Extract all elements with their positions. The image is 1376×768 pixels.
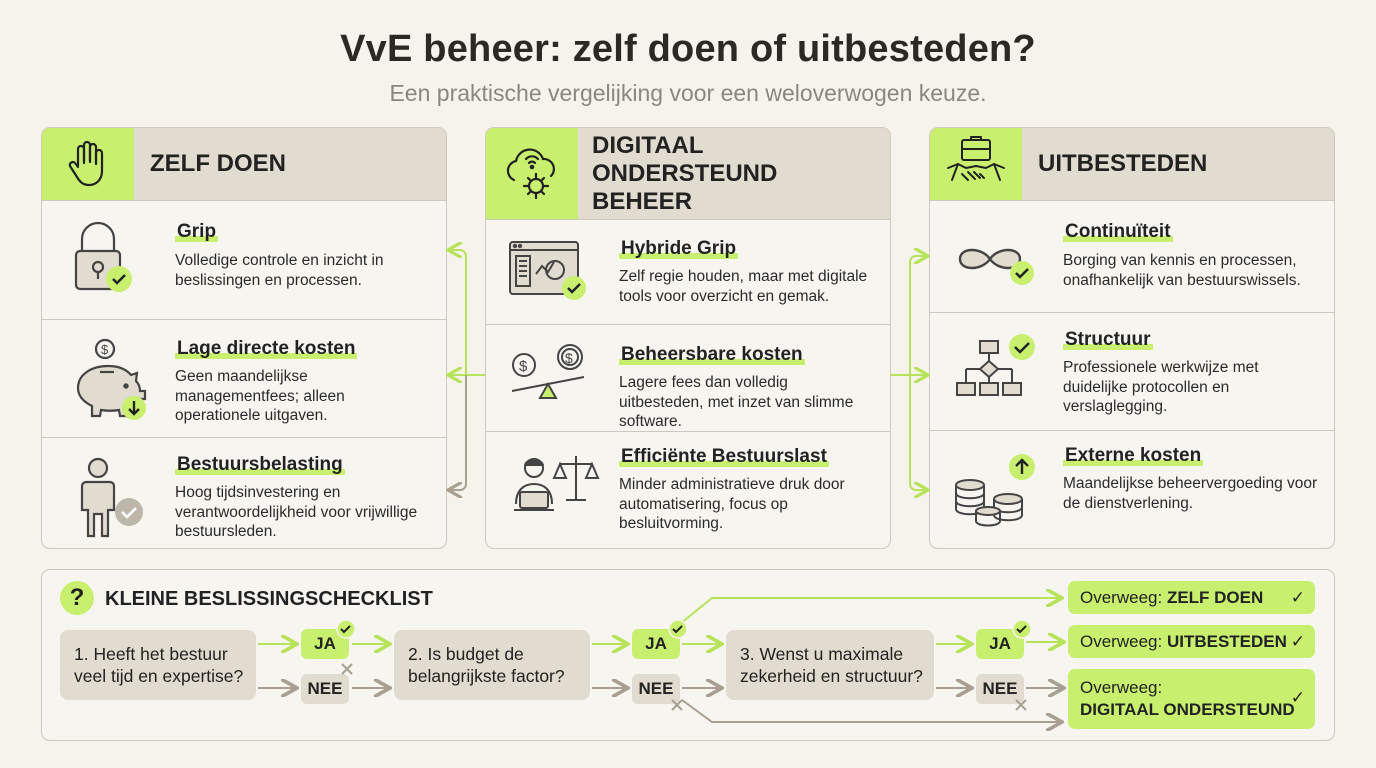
column-title: ZELF DOEN — [150, 150, 286, 177]
no-badge-3: NEE — [976, 674, 1024, 704]
item-text: Maandelijkse beheervergoeding voor de di… — [1063, 475, 1318, 512]
piggy-bank-icon: $ — [64, 336, 164, 426]
result-label: ZELF DOEN — [1166, 588, 1264, 607]
checklist-title: KLEINE BESLISSINGSCHECKLIST — [105, 588, 433, 610]
column-header: DIGITAAL ONDERSTEUND BEHEER — [486, 128, 890, 220]
item-text: Geen maandelijkse managementfees; alleen… — [175, 368, 345, 424]
item-title: Continuïteit — [1063, 221, 1173, 242]
coins-balance-icon: $ $ — [508, 343, 608, 433]
column-header: ZELF DOEN — [42, 128, 446, 201]
result-uitbesteden: Overweeg: UITBESTEDEN ✓ — [1068, 625, 1315, 658]
svg-text:$: $ — [519, 358, 528, 375]
item-title: Externe kosten — [1063, 445, 1204, 466]
result-label: UITBESTEDEN — [1166, 632, 1287, 651]
list-item: $ $ Beheersbare kosten Lagere fees dan v… — [486, 325, 890, 432]
handshake-briefcase-icon — [930, 128, 1022, 200]
column-uitbesteden: UITBESTEDEN Continuïteit Borging van ken… — [929, 127, 1335, 549]
list-item: $ Lage directe kosten Geen maandelijkse … — [42, 320, 446, 438]
list-item: Externe kosten Maandelijkse beheervergoe… — [930, 431, 1334, 548]
question-box-2: 2. Is budget de belangrijkste factor? — [394, 630, 590, 700]
svg-text:$: $ — [565, 350, 573, 366]
item-text: Zelf regie houden, maar met digitale too… — [619, 268, 868, 305]
page-subtitle: Een praktische vergelijking voor een wel… — [389, 80, 987, 106]
item-text: Hoog tijdsinvestering en verantwoordelij… — [175, 484, 418, 540]
padlock-check-icon — [64, 219, 164, 309]
result-prefix: Overweeg: — [1080, 678, 1163, 697]
column-header: UITBESTEDEN — [930, 128, 1334, 201]
item-text: Professionele werkwijze met duidelijke p… — [1063, 359, 1259, 415]
svg-text:$: $ — [101, 342, 109, 357]
no-badge-1: NEE — [301, 674, 349, 704]
check-icon: ✓ — [1290, 688, 1305, 707]
column-title: DIGITAAL ONDERSTEUND BEHEER — [592, 128, 877, 219]
question-box-1: 1. Heeft het bestuur veel tijd en expert… — [60, 630, 256, 700]
result-zelf-doen: Overweeg: ZELF DOEN ✓ — [1068, 581, 1315, 614]
item-title: Hybride Grip — [619, 238, 739, 259]
item-title: Bestuursbelasting — [175, 454, 345, 475]
column-digitaal: DIGITAAL ONDERSTEUND BEHEER Hybride Grip… — [485, 127, 891, 549]
item-text: Lagere fees dan volledig uitbesteden, me… — [619, 374, 854, 430]
question-icon: ? — [60, 581, 94, 615]
coin-stacks-up-icon — [952, 445, 1052, 535]
cloud-gear-icon — [486, 128, 578, 219]
no-badge-2: NEE — [632, 674, 680, 704]
list-item: Grip Volledige controle en inzicht in be… — [42, 201, 446, 320]
item-title: Lage directe kosten — [175, 338, 358, 359]
infinity-check-icon — [952, 219, 1052, 309]
item-text: Borging van kennis en processen, onafhan… — [1063, 252, 1301, 289]
item-title: Structuur — [1063, 329, 1153, 350]
item-text: Volledige controle en inzicht in besliss… — [175, 252, 384, 289]
item-text: Minder administratieve druk door automat… — [619, 476, 845, 532]
column-zelf-doen: ZELF DOEN Grip Volledige controle en inz… — [41, 127, 447, 549]
person-check-icon — [64, 450, 164, 540]
list-item: Structuur Professionele werkwijze met du… — [930, 313, 1334, 431]
item-title: Efficiënte Bestuurslast — [619, 446, 829, 467]
item-title: Grip — [175, 221, 219, 242]
flowchart-check-icon — [952, 329, 1052, 419]
question-box-3: 3. Wenst u maximale zekerheid en structu… — [726, 630, 934, 700]
list-item: Continuïteit Borging van kennis en proce… — [930, 201, 1334, 313]
person-laptop-scales-icon — [508, 450, 608, 540]
result-digitaal: Overweeg: DIGITAAL ONDERSTEUND ✓ — [1068, 669, 1315, 729]
item-title: Beheersbare kosten — [619, 344, 805, 365]
list-item: Efficiënte Bestuurslast Minder administr… — [486, 432, 890, 548]
result-label: DIGITAAL ONDERSTEUND — [1080, 700, 1295, 719]
page-title: VvE beheer: zelf doen of uitbesteden? — [340, 28, 1036, 70]
list-item: Hybride Grip Zelf regie houden, maar met… — [486, 220, 890, 325]
result-prefix: Overweeg: — [1080, 632, 1167, 651]
column-title: UITBESTEDEN — [1038, 150, 1208, 177]
check-icon: ✓ — [1290, 588, 1305, 607]
check-icon: ✓ — [1290, 632, 1305, 651]
list-item: Bestuursbelasting Hoog tijdsinvestering … — [42, 438, 446, 548]
column-title-text: DIGITAAL ONDERSTEUND BEHEER — [592, 131, 778, 215]
result-prefix: Overweeg: — [1080, 588, 1167, 607]
hand-icon — [42, 128, 134, 200]
dashboard-check-icon — [508, 234, 608, 324]
